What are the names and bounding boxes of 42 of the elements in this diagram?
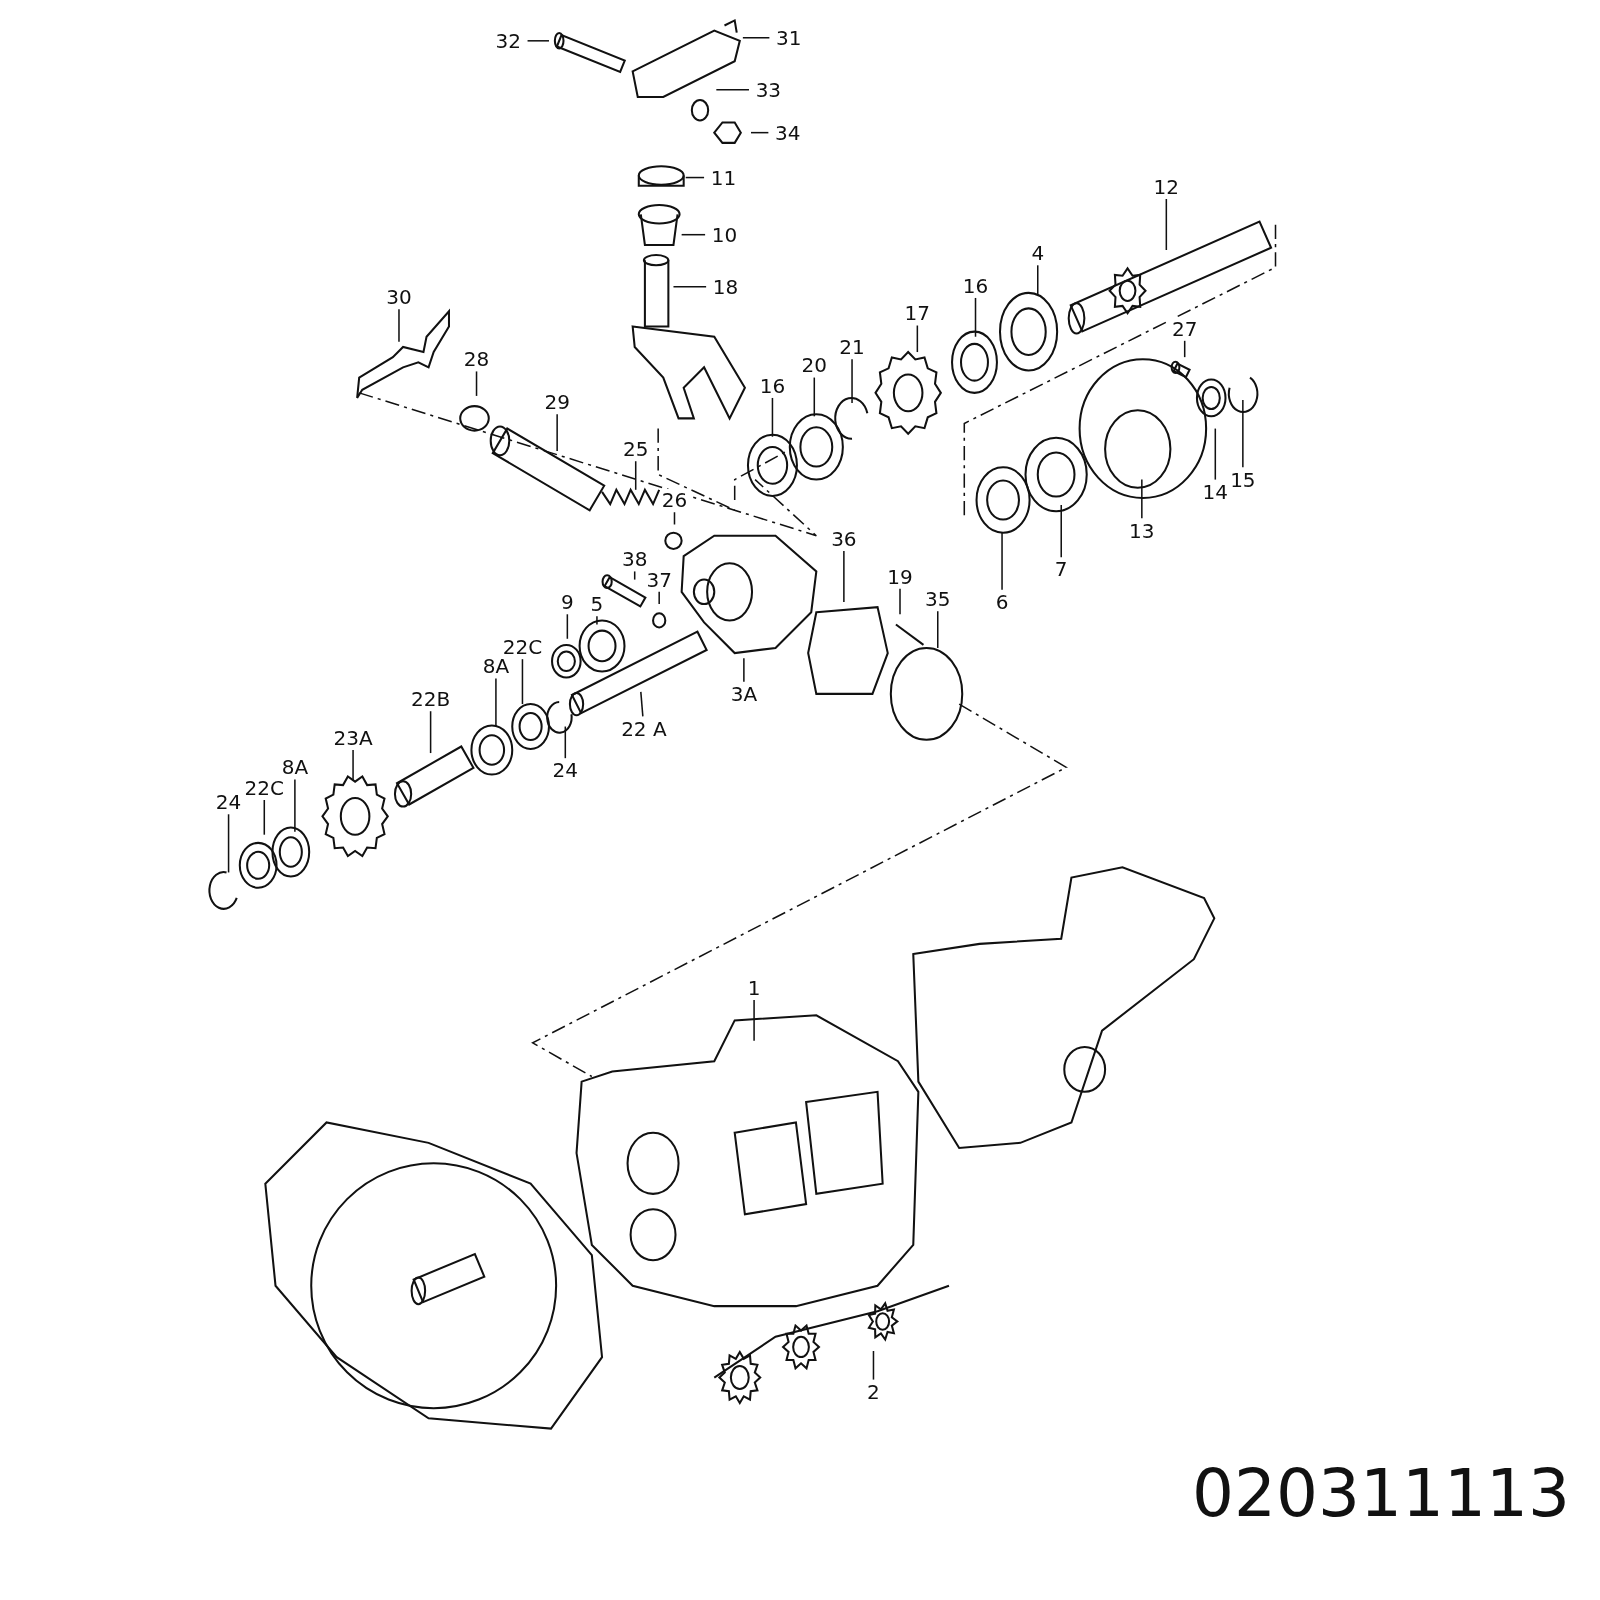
leader-line	[1165, 198, 1168, 251]
leader-line	[1001, 531, 1003, 591]
leader-line	[398, 308, 400, 343]
leader-line	[1037, 264, 1039, 297]
leader-line	[634, 460, 637, 491]
leader-line	[556, 413, 558, 452]
leader-line	[684, 176, 705, 179]
leader-line	[1060, 504, 1062, 558]
leader-line	[851, 358, 853, 404]
leader-line	[566, 613, 569, 640]
leader-line	[640, 691, 644, 718]
leader-line	[658, 591, 660, 605]
leader-line	[1242, 399, 1244, 469]
leader-line	[937, 610, 939, 649]
leader-line	[843, 550, 845, 603]
leader-line	[753, 999, 755, 1042]
leader-line	[263, 799, 266, 836]
leader-line	[974, 297, 977, 338]
leader-line	[899, 588, 901, 616]
leader-line	[429, 710, 432, 754]
leader-line	[564, 725, 567, 759]
leader-line	[872, 1350, 875, 1381]
leader-line	[680, 233, 706, 236]
leader-line	[916, 324, 919, 353]
leader-line	[743, 657, 745, 683]
leader-line	[672, 285, 707, 288]
leader-line	[715, 89, 750, 91]
leader-line	[813, 376, 816, 418]
leader-line	[750, 131, 770, 134]
leader-line	[475, 370, 478, 397]
leader-line	[596, 615, 598, 626]
leader-line	[1214, 427, 1217, 481]
leader-line	[227, 813, 230, 874]
leader-line	[771, 397, 774, 438]
leader-line	[294, 778, 296, 833]
leader-line	[1141, 478, 1143, 520]
leader-line	[742, 37, 771, 39]
leader-line	[521, 658, 524, 705]
leader-line	[495, 677, 497, 728]
leader-line	[352, 749, 354, 782]
part-number: 020311113	[1192, 1455, 1570, 1532]
leader-line	[526, 40, 550, 42]
